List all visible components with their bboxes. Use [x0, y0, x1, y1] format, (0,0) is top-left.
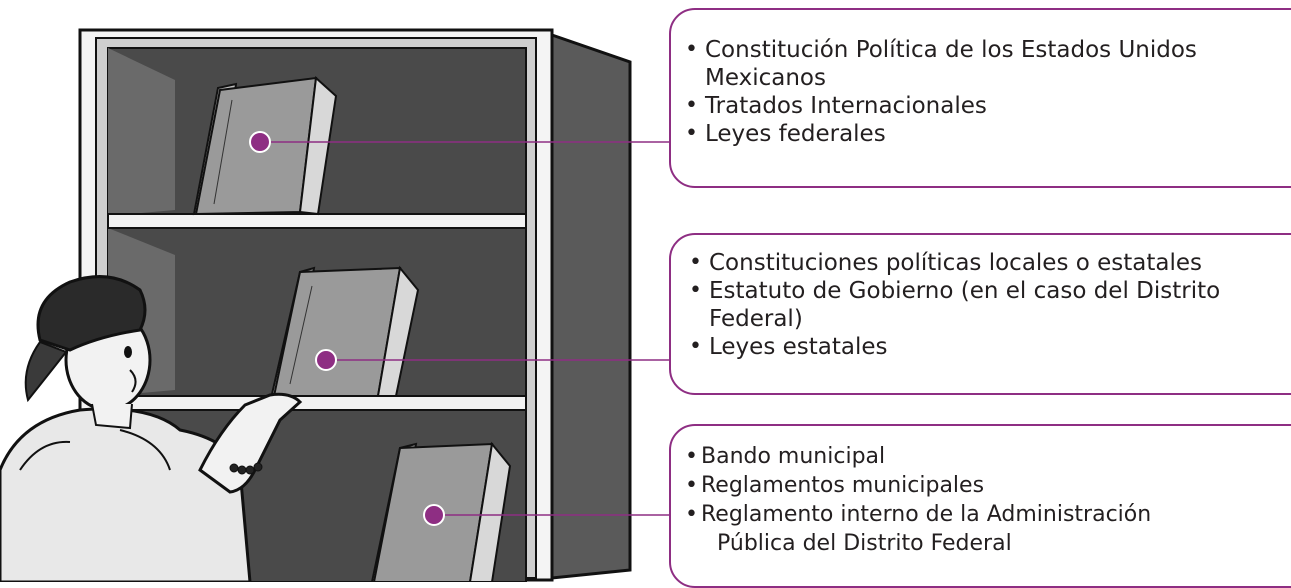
list-item: Reglamento interno de la Administración: [681, 500, 1285, 529]
callout-municipal-list: Bando municipal Reglamentos municipales …: [681, 442, 1285, 558]
book-state-laws: [270, 265, 420, 398]
callout-state-list: Constituciones políticas locales o estat…: [685, 249, 1285, 361]
connector-1: [249, 131, 669, 153]
list-item: Estatuto de Gobierno (en el caso del Dis…: [685, 277, 1285, 333]
list-item: Leyes federales: [681, 120, 1285, 148]
connector-3: [423, 504, 669, 526]
cabinet-side-panel: [550, 32, 632, 580]
callout-federal-list: Constitución Política de los Estados Uni…: [681, 36, 1285, 148]
list-item: Leyes estatales: [685, 333, 1285, 361]
cap: [36, 275, 147, 352]
shelf-board-2: [107, 395, 527, 411]
list-item: Reglamentos municipales: [681, 471, 1285, 500]
list-item: Tratados Internacionales: [681, 92, 1285, 120]
connector-2: [315, 349, 669, 371]
callout-federal: Constitución Política de los Estados Uni…: [669, 8, 1291, 188]
callout-municipal: Bando municipal Reglamentos municipales …: [669, 424, 1291, 588]
bead-bracelet: [229, 462, 263, 475]
list-item: Constitución Política de los Estados Uni…: [681, 36, 1285, 92]
shelf-board-1: [107, 213, 527, 229]
list-item-continuation: Pública del Distrito Federal: [717, 531, 1012, 556]
list-item: Bando municipal: [681, 442, 1285, 471]
callout-state: Constituciones políticas locales o estat…: [669, 233, 1291, 395]
student-figure: [0, 275, 303, 582]
list-item: Constituciones políticas locales o estat…: [685, 249, 1285, 277]
